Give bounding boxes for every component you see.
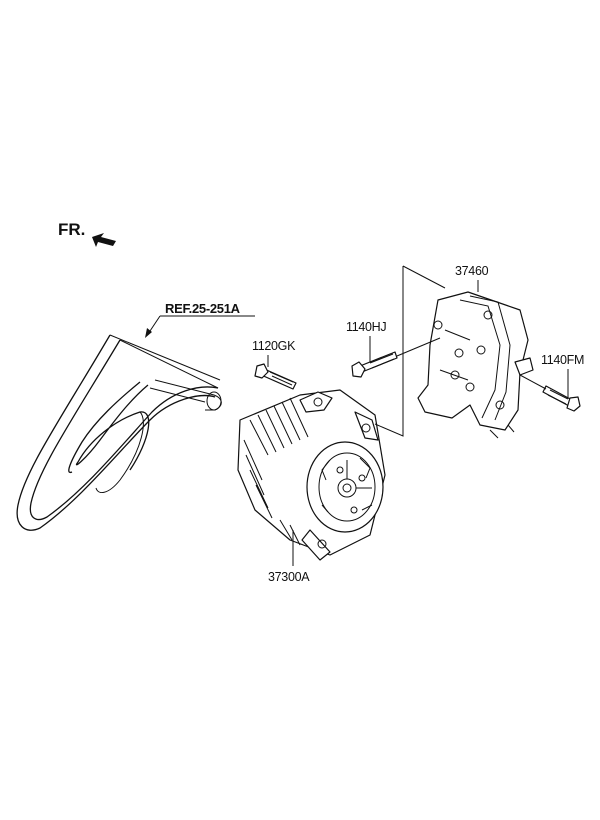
drive-belt <box>16 334 222 531</box>
callout-1120gk: 1120GK <box>252 339 296 367</box>
bolt-1120gk <box>254 363 297 390</box>
callout-37460-label: 37460 <box>455 264 489 278</box>
callout-1140fm: 1140FM <box>541 353 584 398</box>
front-orientation-marker: FR. <box>58 220 116 247</box>
callout-1120gk-label: 1120GK <box>252 339 296 353</box>
callout-1140fm-label: 1140FM <box>541 353 584 367</box>
assembly-guide-lines <box>374 265 446 437</box>
leader-arrow-icon <box>145 328 152 338</box>
bolt-1140hj <box>351 337 441 378</box>
callout-1140hj: 1140HJ <box>346 320 387 362</box>
front-label: FR. <box>58 220 85 239</box>
bolt-1140fm <box>519 374 581 412</box>
front-arrow-icon <box>92 233 116 247</box>
callout-37300a-label: 37300A <box>268 570 310 584</box>
callout-37300a: 37300A <box>268 530 311 584</box>
alternator-bracket <box>417 291 534 439</box>
callout-37460: 37460 <box>455 264 489 292</box>
callout-belt-ref: REF.25-251A <box>145 301 255 338</box>
callout-belt-ref-label: REF.25-251A <box>165 301 241 316</box>
callout-1140hj-label: 1140HJ <box>346 320 386 334</box>
alternator <box>237 389 386 561</box>
